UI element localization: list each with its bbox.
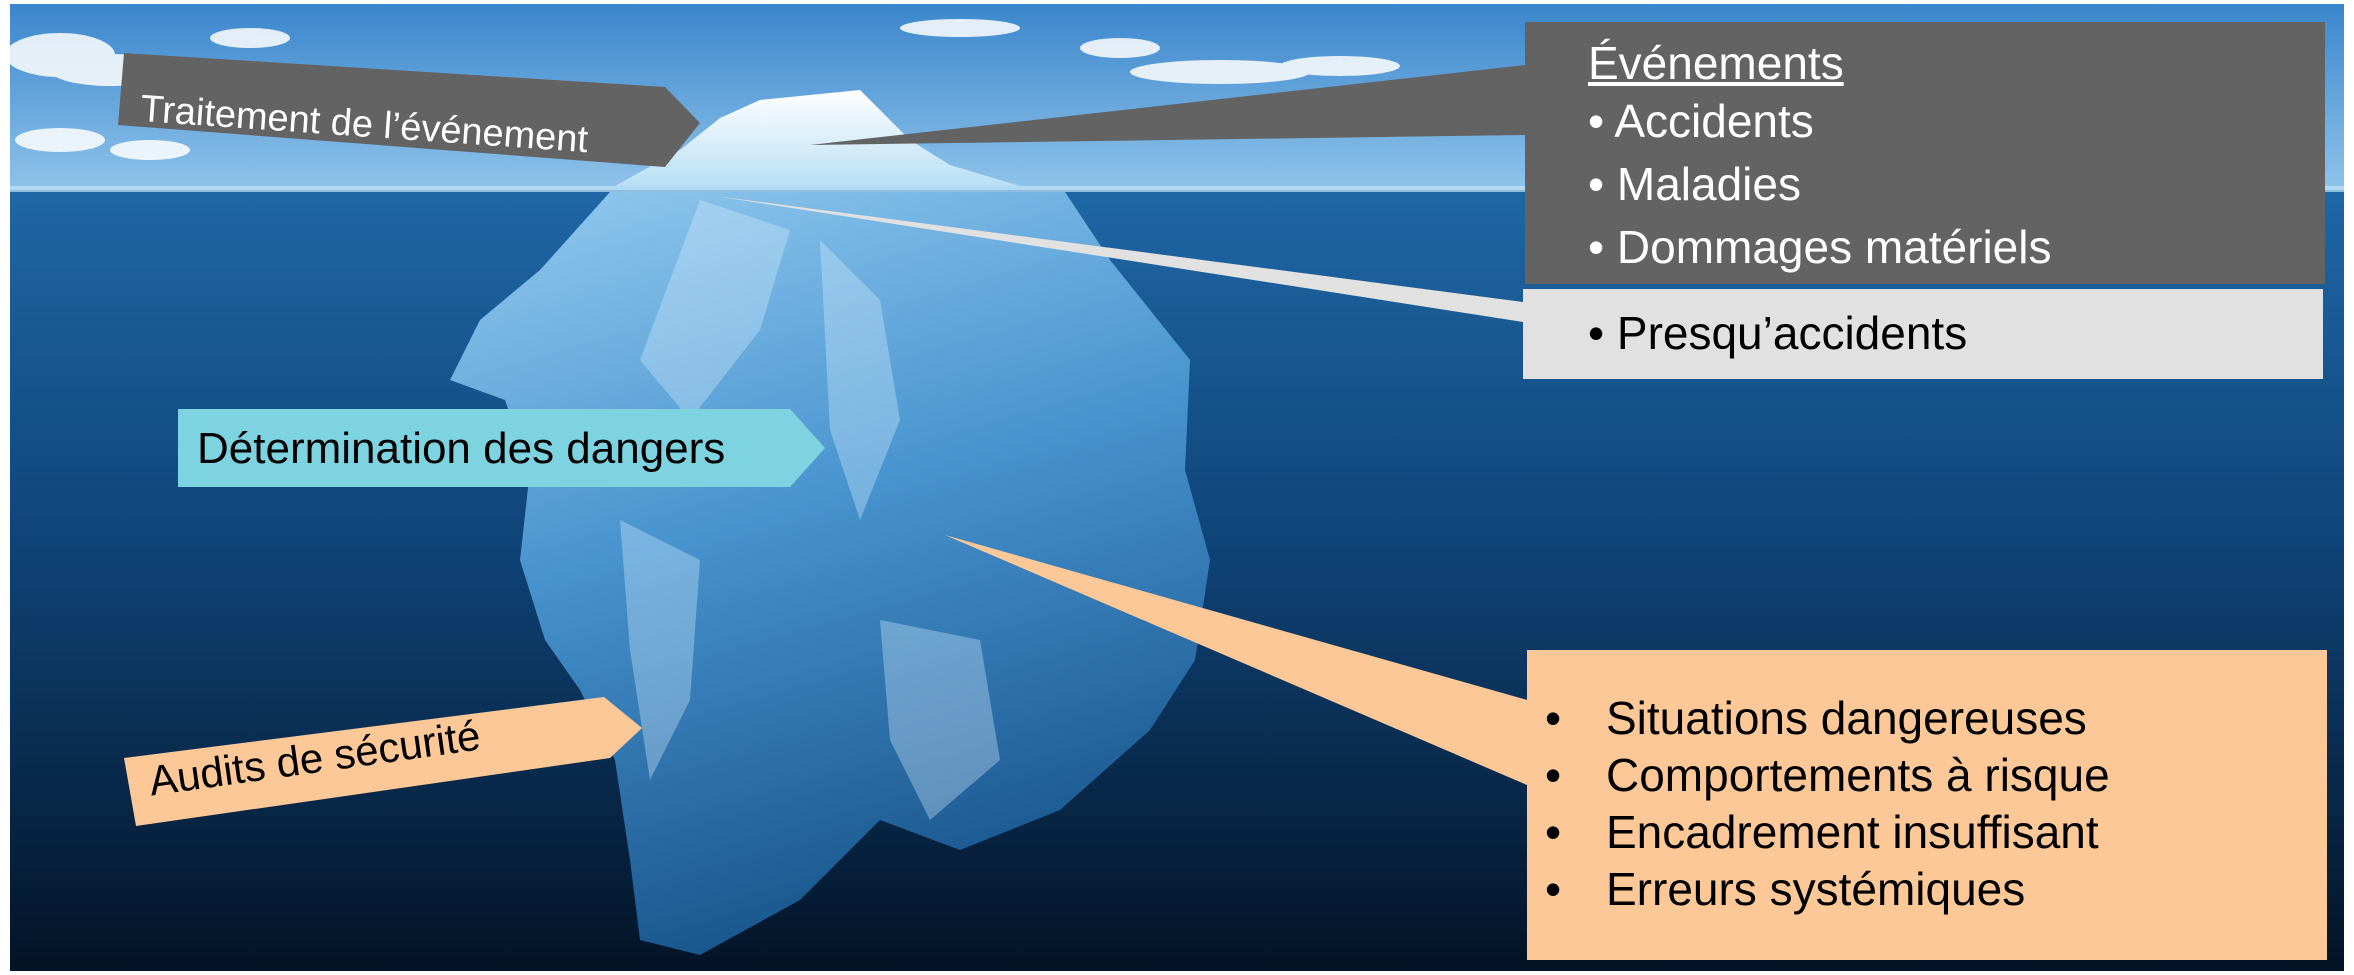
water-line	[10, 186, 2344, 192]
hazards-list: •Situations dangereuses •Comportements à…	[1545, 690, 2110, 918]
near-miss-list: • Presqu’accidents	[1588, 306, 1967, 360]
list-item: •Comportements à risque	[1545, 749, 2110, 801]
events-title: Événements	[1588, 37, 1844, 89]
near-miss-connector	[715, 196, 1523, 322]
list-item: •Erreurs systémiques	[1545, 863, 2026, 915]
list-item: •Encadrement insuffisant	[1545, 806, 2099, 858]
ice-highlights	[620, 200, 1000, 820]
near-miss-box	[1523, 289, 2323, 379]
list-item: Dommages matériels	[1588, 216, 2052, 279]
iceberg-tip	[615, 90, 1020, 186]
iceberg-underwater	[450, 192, 1210, 955]
list-item: Accidents	[1588, 90, 2051, 153]
determination-tag	[178, 409, 825, 487]
events-connector	[810, 65, 1525, 145]
traitement-tag	[118, 53, 700, 167]
list-item: • Presqu’accidents	[1588, 307, 1968, 359]
determination-label: Détermination des dangers	[197, 424, 726, 473]
list-item: •Situations dangereuses	[1545, 692, 2087, 744]
hazards-connector	[945, 535, 1527, 785]
audits-tag	[124, 697, 642, 826]
events-list: Accidents Maladies Dommages matériels	[1588, 90, 2051, 279]
hazards-box	[1527, 650, 2327, 960]
list-item: Maladies	[1588, 153, 2051, 216]
clouds	[5, 19, 1400, 160]
